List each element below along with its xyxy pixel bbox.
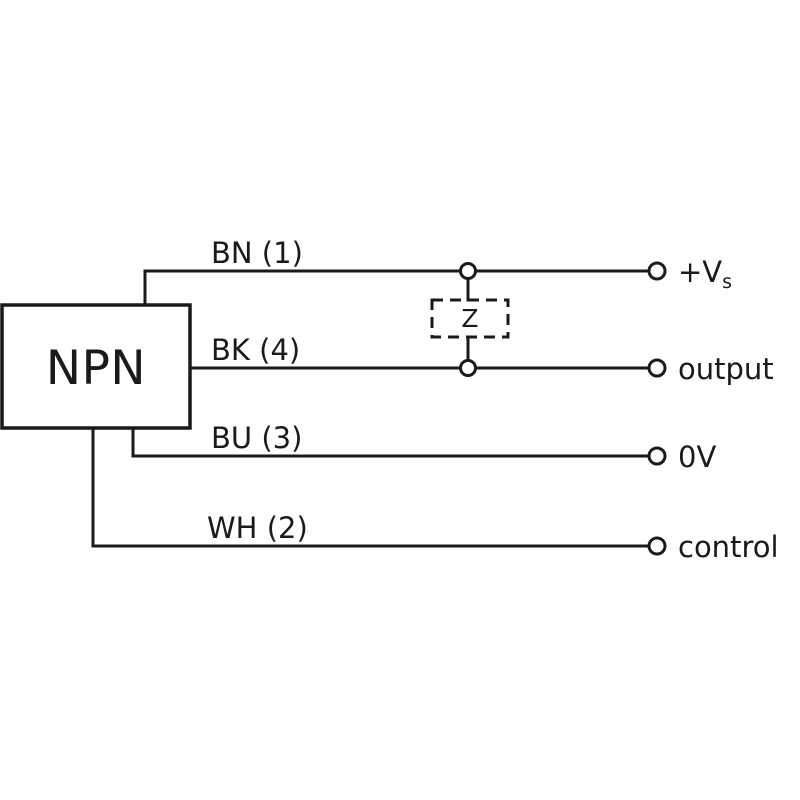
- wire-label-bu-3: BU (3): [211, 421, 302, 455]
- load-impedance-label: Z: [461, 304, 478, 333]
- junction-dot-output: [459, 359, 477, 377]
- terminal-circle-control[interactable]: [647, 536, 667, 556]
- terminal-label-output: output: [678, 352, 774, 386]
- terminal-label-supply-positive-subscript: s: [722, 271, 732, 293]
- wire-label-bn-1: BN (1): [211, 236, 303, 270]
- terminal-circle-output[interactable]: [647, 358, 667, 378]
- terminal-label-ground: 0V: [678, 440, 716, 474]
- terminal-label-supply-positive-main: +V: [678, 255, 722, 289]
- wire-path-wh-2: [91, 426, 651, 548]
- terminal-circle-supply-positive[interactable]: [647, 261, 667, 281]
- junction-dot-supply: [459, 262, 477, 280]
- terminal-circle-ground[interactable]: [647, 446, 667, 466]
- terminal-label-control: control: [678, 530, 779, 564]
- wire-label-bk-4: BK (4): [211, 333, 300, 367]
- npn-device-box: [0, 303, 192, 430]
- load-impedance-box: [430, 298, 510, 339]
- terminal-label-supply-positive: +Vs: [678, 255, 732, 293]
- wire-label-wh-2: WH (2): [207, 511, 308, 545]
- wire-path-bu-3: [131, 426, 651, 458]
- wire-path-bn-1: [143, 269, 651, 307]
- npn-device-label: NPN: [46, 341, 146, 396]
